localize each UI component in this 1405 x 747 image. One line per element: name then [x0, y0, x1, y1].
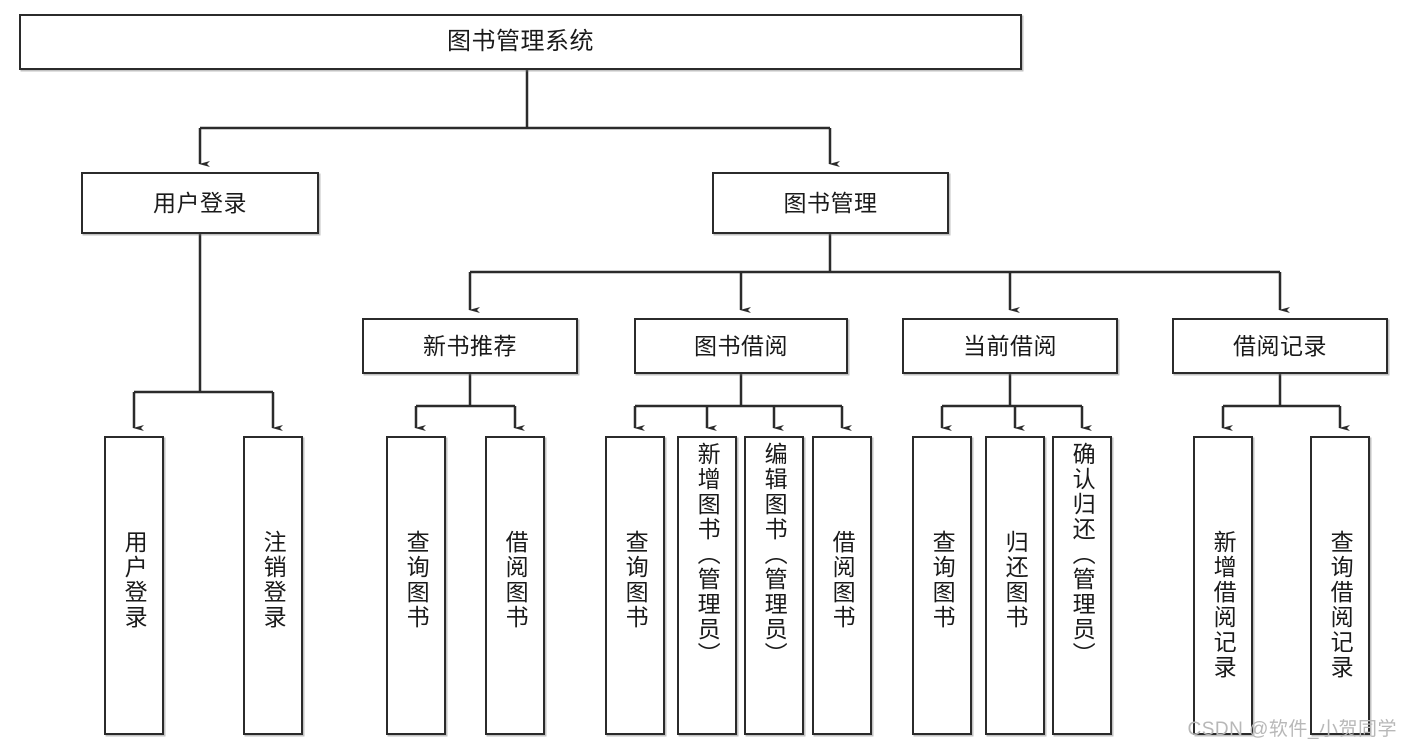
node-label: 当前借阅 — [963, 332, 1057, 359]
node-book-manage[interactable]: 图书管理 — [712, 172, 949, 234]
node-leaf-query-record[interactable]: 查询借阅记录 — [1310, 436, 1370, 735]
node-label: 新增图书（管理员） — [694, 442, 721, 667]
node-label: 编辑图书（管理员） — [761, 442, 788, 667]
node-root[interactable]: 图书管理系统 — [19, 14, 1022, 70]
node-current-borrow[interactable]: 当前借阅 — [902, 318, 1118, 374]
node-leaf-edit-book[interactable]: 编辑图书（管理员） — [744, 436, 804, 735]
node-label: 用户登录 — [121, 530, 148, 630]
node-label: 借阅图书 — [502, 530, 529, 630]
node-leaf-borrow-book-1[interactable]: 借阅图书 — [485, 436, 545, 735]
node-user-login[interactable]: 用户登录 — [81, 172, 319, 234]
node-label: 图书管理系统 — [447, 28, 594, 56]
node-book-borrow[interactable]: 图书借阅 — [634, 318, 848, 374]
csdn-watermark: CSDN @软件_小贺同学 — [1187, 719, 1397, 740]
node-leaf-confirm-return[interactable]: 确认归还（管理员） — [1052, 436, 1112, 735]
node-label: 图书管理 — [783, 189, 878, 216]
node-label: 借阅图书 — [829, 530, 856, 630]
node-new-book-recommend[interactable]: 新书推荐 — [362, 318, 578, 374]
node-leaf-return-book[interactable]: 归还图书 — [985, 436, 1045, 735]
node-label: 确认归还（管理员） — [1069, 442, 1096, 667]
node-leaf-borrow-book-2[interactable]: 借阅图书 — [812, 436, 872, 735]
node-label: 查询图书 — [403, 530, 430, 630]
node-leaf-query-book-3[interactable]: 查询图书 — [912, 436, 972, 735]
node-label: 查询图书 — [622, 530, 649, 630]
node-leaf-query-book-2[interactable]: 查询图书 — [605, 436, 665, 735]
node-label: 用户登录 — [153, 189, 247, 216]
node-leaf-add-record[interactable]: 新增借阅记录 — [1193, 436, 1253, 735]
node-leaf-query-book-1[interactable]: 查询图书 — [386, 436, 446, 735]
node-label: 查询图书 — [929, 530, 956, 630]
node-label: 归还图书 — [1002, 530, 1029, 630]
node-label: 新书推荐 — [423, 332, 517, 359]
node-label: 新增借阅记录 — [1210, 530, 1237, 680]
node-label: 借阅记录 — [1233, 332, 1327, 359]
node-label: 注销登录 — [260, 530, 287, 630]
node-label: 图书借阅 — [694, 332, 788, 359]
node-leaf-user-login[interactable]: 用户登录 — [104, 436, 164, 735]
node-leaf-logout[interactable]: 注销登录 — [243, 436, 303, 735]
node-borrow-record[interactable]: 借阅记录 — [1172, 318, 1388, 374]
node-leaf-add-book[interactable]: 新增图书（管理员） — [677, 436, 737, 735]
node-label: 查询借阅记录 — [1327, 530, 1354, 680]
